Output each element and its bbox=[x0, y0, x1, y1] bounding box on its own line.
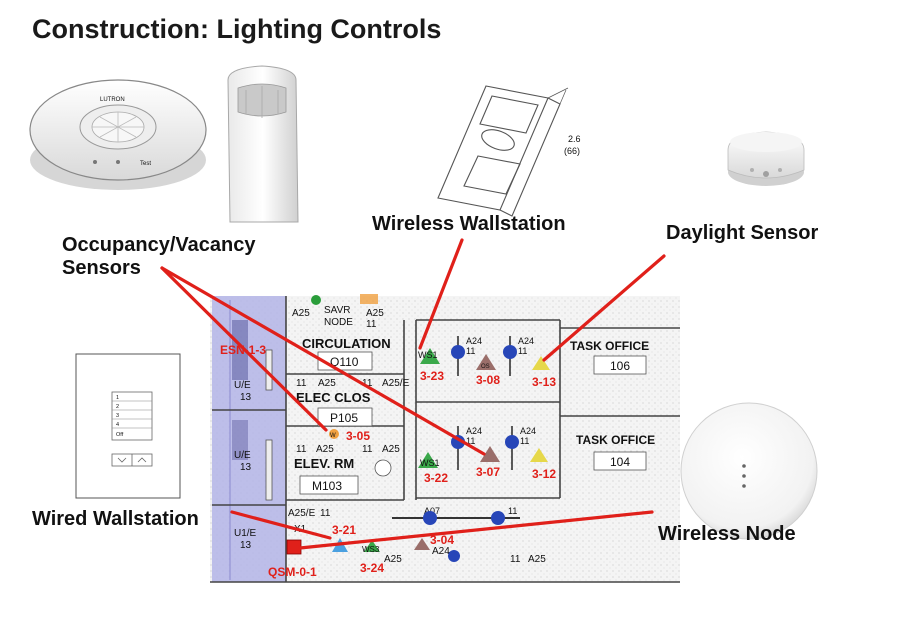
tag-3-23: 3-23 bbox=[420, 369, 444, 383]
plan-label-a24e: A24 bbox=[432, 546, 450, 557]
callout-wireless-node: Wireless Node bbox=[658, 523, 796, 545]
plan-label-11-j: 11 bbox=[508, 506, 517, 516]
tag-3-05: 3-05 bbox=[346, 429, 370, 443]
plan-label-11-c: 11 bbox=[296, 444, 307, 455]
callout-daylight-sensor: Daylight Sensor bbox=[666, 222, 819, 244]
plan-label-ws1-b: WS1 bbox=[420, 458, 440, 468]
plan-label-11-a: 11 bbox=[296, 378, 307, 389]
tag-3-21: 3-21 bbox=[332, 523, 356, 537]
page-title: Construction: Lighting Controls bbox=[32, 14, 442, 44]
callout-occupancy-sensors: Occupancy/Vacancy Sensors bbox=[62, 234, 255, 280]
room-number-106: 106 bbox=[610, 359, 630, 373]
room-number-m103: M103 bbox=[312, 479, 342, 493]
tag-qsm-0-1: QSM-0-1 bbox=[268, 565, 317, 579]
plan-label-savr: SAVR bbox=[324, 305, 351, 316]
callout-occupancy-line-2: Sensors bbox=[62, 257, 141, 279]
plan-label-11-h: 11 bbox=[520, 436, 529, 446]
tag-3-24: 3-24 bbox=[360, 561, 384, 575]
tag-3-04: 3-04 bbox=[430, 533, 454, 547]
wired-wallstation-image: 1 2 3 4 Off bbox=[75, 353, 181, 499]
callout-leader-lines bbox=[160, 238, 666, 550]
plan-label-11-i: 11 bbox=[320, 508, 331, 519]
room-name-task-office-106: TASK OFFICE bbox=[570, 339, 649, 353]
keypad-button-4: 4 bbox=[116, 422, 119, 428]
wallstation-dim-in: 2.6 bbox=[568, 134, 581, 144]
room-name-circulation: CIRCULATION bbox=[302, 336, 391, 351]
plan-label-11-g: 11 bbox=[466, 436, 475, 446]
tag-3-22: 3-22 bbox=[424, 471, 448, 485]
plan-label-a25-d: A25 bbox=[384, 554, 402, 565]
tag-3-08: 3-08 bbox=[476, 373, 500, 387]
plan-label-u1e: U1/E bbox=[234, 528, 257, 539]
room-name-elev-rm: ELEV. RM bbox=[294, 456, 354, 471]
plan-label-ue-2: U/E bbox=[234, 450, 251, 461]
plan-label-a24-3: A24 bbox=[466, 426, 482, 436]
plan-label-a24-4: A24 bbox=[520, 426, 536, 436]
daylight-sensor-image bbox=[727, 131, 805, 186]
plan-label-a25-e: A25 bbox=[528, 554, 546, 565]
wireless-node-image bbox=[680, 402, 818, 540]
floor-plan: U/E 13 U/E 13 U1/E 13 A25 SAVR NODE A25 … bbox=[210, 294, 680, 583]
tag-3-13: 3-13 bbox=[532, 375, 556, 389]
room-name-elec-clos: ELEC CLOS bbox=[296, 390, 371, 405]
plan-label-vs-a: OS bbox=[481, 364, 490, 370]
tag-3-07: 3-07 bbox=[476, 465, 500, 479]
plan-label-ws3: WS3 bbox=[362, 545, 380, 554]
room-name-task-office-104: TASK OFFICE bbox=[576, 433, 655, 447]
callout-wired-wallstation: Wired Wallstation bbox=[32, 508, 199, 530]
sensor-test-label: Test bbox=[140, 161, 151, 167]
sensor-brand-label: LUTRON bbox=[100, 97, 125, 103]
plan-label-ue-1: U/E bbox=[234, 380, 251, 391]
keypad-button-off: Off bbox=[116, 432, 124, 438]
room-number-q110: Q110 bbox=[330, 355, 359, 369]
keypad-button-3: 3 bbox=[116, 413, 119, 419]
plan-label-a25-top: A25 bbox=[292, 308, 310, 319]
callout-occupancy-line-1: Occupancy/Vacancy bbox=[62, 234, 256, 256]
wall-pir-sensor-image bbox=[227, 65, 299, 223]
plan-label-13-3: 13 bbox=[240, 540, 252, 551]
plan-label-a25-c: A25 bbox=[382, 444, 400, 455]
room-number-104: 104 bbox=[610, 455, 630, 469]
tag-3-12: 3-12 bbox=[532, 467, 556, 481]
plan-label-11-d: 11 bbox=[362, 444, 373, 455]
wireless-wallstation-image: 2.6 (66) bbox=[437, 85, 581, 217]
plan-label-13-2: 13 bbox=[240, 462, 252, 473]
room-number-p105: P105 bbox=[330, 411, 358, 425]
plan-label-11-f: 11 bbox=[518, 346, 527, 356]
keypad-button-1: 1 bbox=[116, 395, 119, 401]
wallstation-dim-mm: (66) bbox=[564, 146, 580, 156]
plan-label-a25-top2: A25 bbox=[366, 308, 384, 319]
plan-label-ws1-a: WS1 bbox=[418, 350, 438, 360]
plan-label-11-top: 11 bbox=[366, 319, 377, 330]
keypad-button-2: 2 bbox=[116, 404, 119, 410]
plan-label-11-e: 11 bbox=[466, 346, 475, 356]
plan-label-a25-a: A25 bbox=[318, 378, 336, 389]
plan-label-a25e-low: A25/E bbox=[288, 508, 316, 519]
plan-label-os: W bbox=[330, 433, 336, 439]
plan-label-a25e: A25/E bbox=[382, 378, 410, 389]
plan-label-a24-1: A24 bbox=[466, 336, 482, 346]
plan-label-13-1: 13 bbox=[240, 392, 252, 403]
plan-label-11-b: 11 bbox=[362, 378, 373, 389]
plan-label-a24-2: A24 bbox=[518, 336, 534, 346]
plan-label-a25-b: A25 bbox=[316, 444, 334, 455]
plan-label-node: NODE bbox=[324, 317, 353, 328]
callout-wireless-wallstation: Wireless Wallstation bbox=[372, 213, 566, 235]
plan-label-a07: A07 bbox=[424, 506, 440, 516]
plan-label-11-k: 11 bbox=[510, 554, 521, 565]
ceiling-occupancy-sensor-image: LUTRON Test bbox=[29, 79, 207, 190]
